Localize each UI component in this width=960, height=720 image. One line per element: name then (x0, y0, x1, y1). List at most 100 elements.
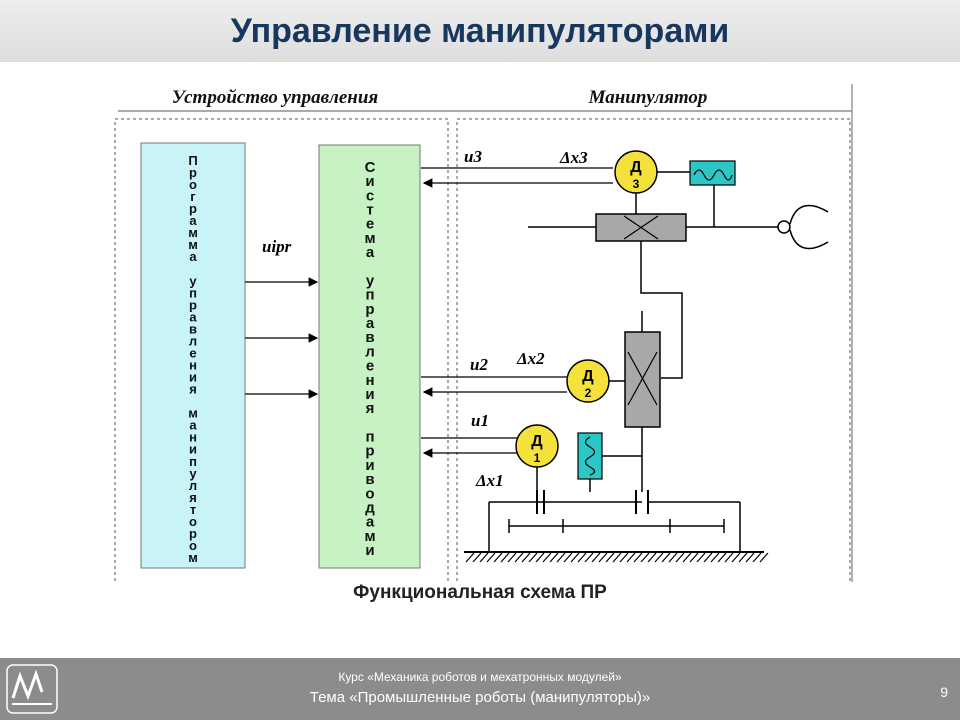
title-bar: Управление манипуляторами (0, 0, 960, 62)
signal-uipr: uipr (262, 237, 292, 256)
hatch-line (668, 552, 678, 563)
signal-u1: u1 (471, 411, 489, 430)
signal-dx3: Δx3 (559, 148, 588, 167)
signal-dx2: Δx2 (516, 349, 545, 368)
sensor-d1-number: 1 (534, 451, 541, 465)
gripper-icon (789, 204, 829, 250)
hatch-line (591, 552, 601, 563)
hatch-line (500, 552, 510, 563)
hatch-line (619, 552, 629, 563)
university-logo (6, 664, 58, 714)
signal-dx1: Δx1 (475, 471, 504, 490)
block-letter: у (189, 466, 197, 481)
block-letter: и (189, 370, 197, 385)
block-letter: а (366, 244, 375, 261)
hatch-line (577, 552, 587, 563)
slide-title: Управление манипуляторами (230, 11, 730, 50)
block-letter: п (365, 287, 374, 304)
hatch-line (612, 552, 622, 563)
sensor-d2-number: 2 (585, 386, 592, 400)
block-letter: н (189, 358, 197, 373)
block-letter: а (366, 315, 375, 332)
hatch-line (675, 552, 685, 563)
block-letter: е (366, 216, 374, 233)
block-letter: е (189, 345, 196, 360)
actuator-3-x2 (623, 215, 659, 240)
feedback-box-3 (689, 160, 736, 186)
block-letter: р (365, 301, 374, 318)
block-letter: м (364, 528, 375, 545)
block-letter: п (189, 454, 197, 469)
hatch-line (521, 552, 531, 563)
block-letter: р (189, 297, 197, 312)
hatch-line (752, 552, 762, 563)
block-letter: а (189, 309, 197, 324)
block-letter: я (189, 490, 197, 505)
signal-u2: u2 (470, 355, 488, 374)
block-letter: и (365, 542, 374, 559)
hatch-line (584, 552, 594, 563)
hatch-line (745, 552, 755, 563)
ground-hatch (465, 552, 769, 563)
block-letter: а (189, 213, 197, 228)
hatch-line (542, 552, 552, 563)
course-title: Курс «Механика роботов и мехатронных мод… (338, 670, 622, 684)
hatch-line (682, 552, 692, 563)
block-letter: м (188, 237, 198, 252)
block-letter: м (188, 550, 198, 565)
control-device-label: Устройство управления (172, 87, 379, 108)
block-letter: м (188, 225, 198, 240)
block-letter: с (366, 187, 374, 204)
hatch-line (689, 552, 699, 563)
hatch-line (563, 552, 573, 563)
sensor-d3-letter: Д (630, 159, 642, 176)
block-letter: р (189, 201, 197, 216)
hatch-line (626, 552, 636, 563)
block-letter: л (189, 333, 197, 348)
hatch-line (528, 552, 538, 563)
sensor-d2-letter: Д (582, 368, 594, 385)
block-letter: т (366, 202, 373, 219)
hatch-line (654, 552, 664, 563)
wave-icon (693, 169, 733, 181)
page-number: 9 (940, 684, 948, 700)
program-block (140, 142, 246, 569)
block-letter: а (366, 514, 375, 531)
block-letter: л (365, 343, 375, 360)
footer: Курс «Механика роботов и мехатронных мод… (0, 658, 960, 720)
block-letter: у (189, 273, 197, 288)
block-letter: т (190, 502, 196, 517)
block-letter: о (189, 177, 197, 192)
hatch-line (710, 552, 720, 563)
hatch-line (507, 552, 517, 563)
hatch-line (472, 552, 482, 563)
block-letter: и (189, 442, 197, 457)
hatch-line (647, 552, 657, 563)
sensor-d3-number: 3 (633, 177, 640, 191)
arm-link (640, 241, 683, 379)
topic-title: Тема «Промышленные роботы (манипуляторы)… (309, 689, 651, 706)
hatch-line (570, 552, 580, 563)
hatch-line (661, 552, 671, 563)
actuator-2-x2 (627, 351, 658, 406)
block-letter: и (365, 173, 374, 190)
block-letter: в (189, 321, 197, 336)
block-letter: п (365, 429, 374, 446)
hatch-line (556, 552, 566, 563)
block-letter: и (365, 457, 374, 474)
hatch-line (724, 552, 734, 563)
block-letter: р (365, 443, 374, 460)
block-letter: П (188, 153, 197, 168)
diagram-caption: Функциональная схема ПР (353, 582, 607, 603)
block-letter: н (189, 430, 197, 445)
block-letter: о (189, 514, 197, 529)
hatch-line (479, 552, 489, 563)
hatch-line (696, 552, 706, 563)
hatch-line (493, 552, 503, 563)
block-letter: о (365, 485, 374, 502)
block-letter: я (189, 382, 197, 397)
block-letter: м (364, 230, 375, 247)
block-letter: я (366, 400, 375, 417)
